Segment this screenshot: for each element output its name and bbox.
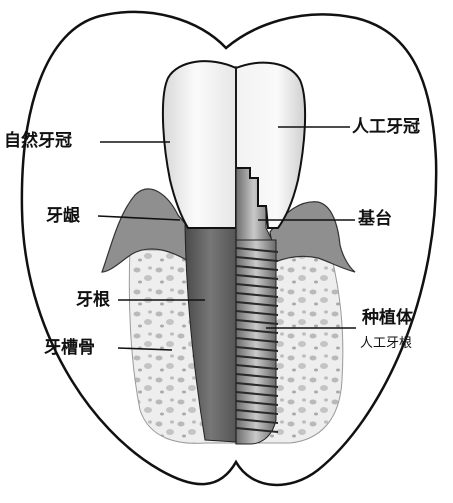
artificial-crown-shape <box>235 61 307 229</box>
thread-line <box>235 346 279 352</box>
thread-line <box>235 418 279 424</box>
thread-line <box>235 400 279 406</box>
leader-alveolar-bone <box>117 347 173 351</box>
implant-threads <box>235 247 279 433</box>
thread-line <box>235 391 279 397</box>
thread-line <box>235 310 279 316</box>
thread-line <box>235 301 279 307</box>
thread-line <box>235 274 279 280</box>
thread-line <box>235 247 279 253</box>
thread-line <box>235 319 279 325</box>
thread-line <box>235 292 279 298</box>
label-implant: 种植体 <box>362 308 413 328</box>
thread-line <box>235 373 279 379</box>
thread-line <box>235 427 279 433</box>
thread-line <box>235 265 279 271</box>
thread-line <box>235 283 279 289</box>
thread-line <box>235 355 279 361</box>
thread-line <box>235 337 279 343</box>
label-artificial-crown: 人工牙冠 <box>352 117 420 137</box>
label-alveolar-bone: 牙槽骨 <box>44 338 95 358</box>
thread-line <box>235 256 279 262</box>
gum-left-shape <box>101 188 193 273</box>
label-gum: 牙龈 <box>46 206 80 226</box>
thread-line <box>235 409 279 415</box>
natural-root-shape <box>184 224 237 443</box>
natural-crown-shape <box>161 60 237 229</box>
label-artificial-root: 人工牙根 <box>360 336 413 351</box>
thread-line <box>235 328 279 334</box>
label-natural-crown: 自然牙冠 <box>4 131 72 151</box>
label-root: 牙根 <box>76 290 110 310</box>
thread-line <box>235 364 279 370</box>
thread-line <box>235 382 279 388</box>
leader-gum <box>97 215 181 221</box>
label-abutment: 基台 <box>358 209 392 229</box>
